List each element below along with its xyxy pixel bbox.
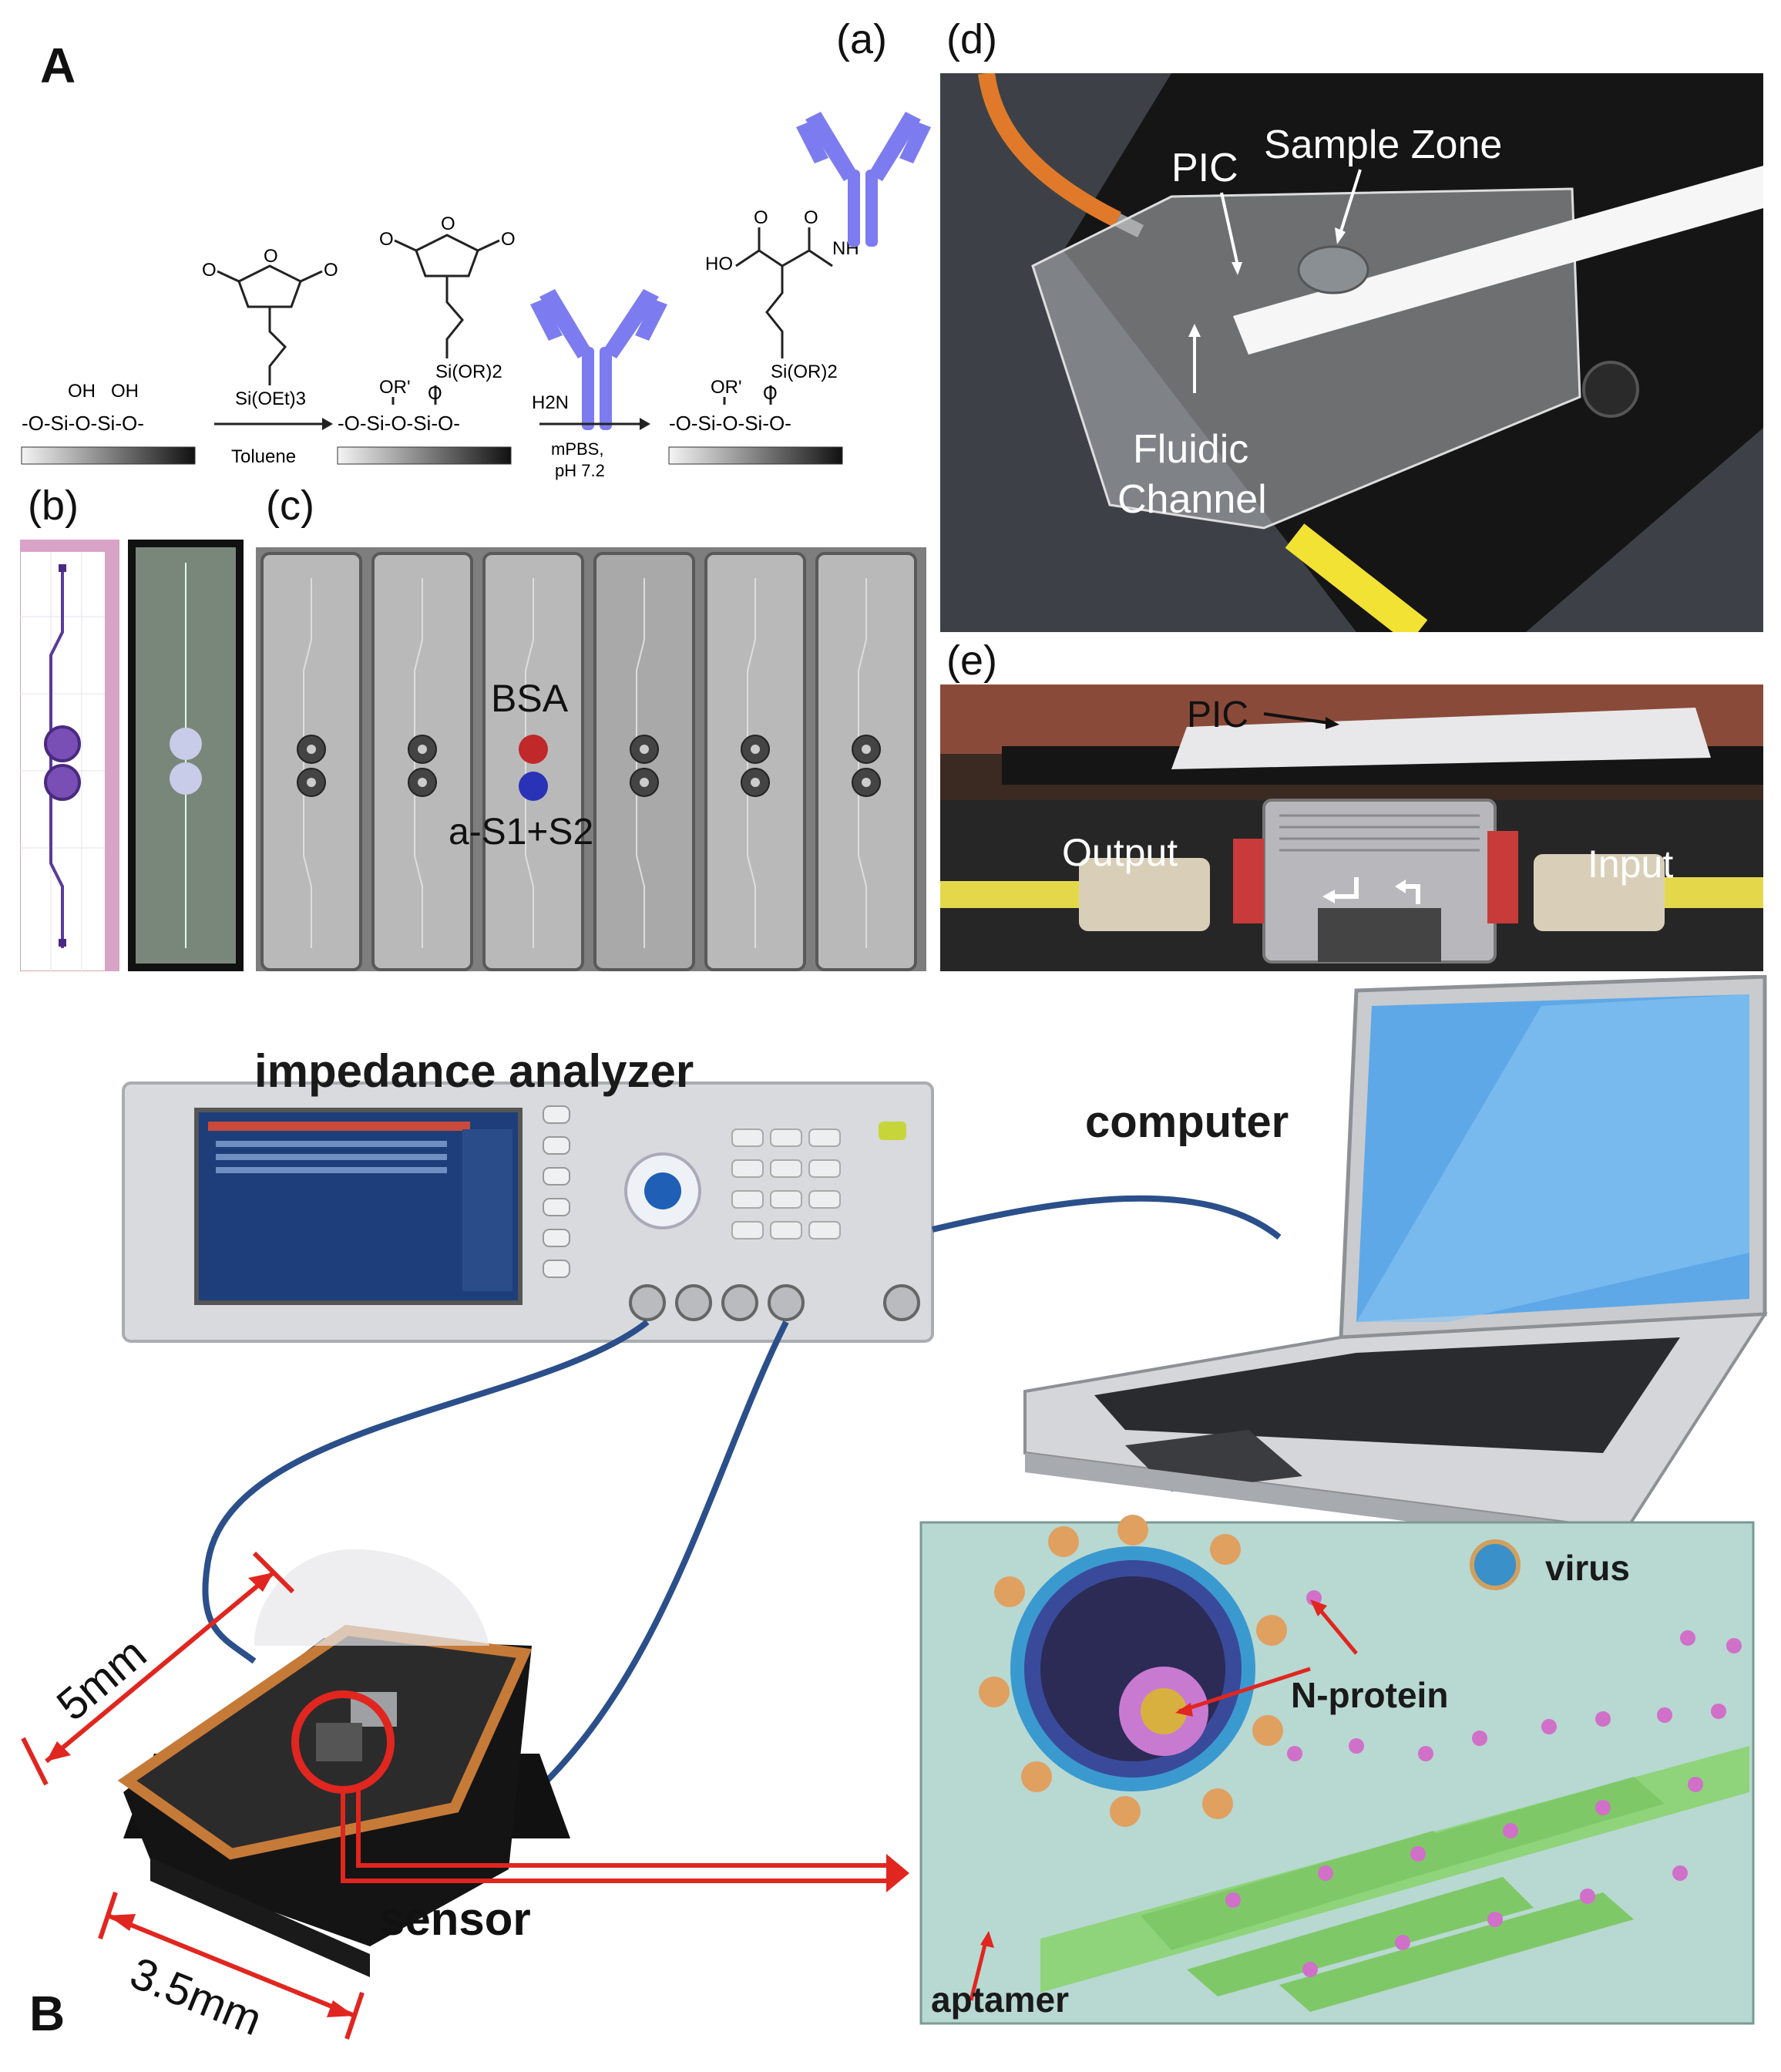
panel-label-d: (d) bbox=[946, 16, 997, 62]
cable-analyzer-computer bbox=[932, 1195, 1282, 1240]
dim-35mm-label: 3.5mm bbox=[123, 1948, 269, 2046]
fluidic-label: Fluidic bbox=[1133, 427, 1248, 472]
o-atom-2: O bbox=[428, 383, 442, 404]
carbonyl-o-left: O bbox=[202, 260, 217, 281]
virus-label: virus bbox=[1545, 1548, 1630, 1588]
acid-label: HO bbox=[705, 254, 733, 274]
surface-groups-1: OH OH bbox=[68, 381, 139, 402]
ring-resonator-2 bbox=[44, 764, 81, 801]
impedance-analyzer bbox=[122, 1081, 934, 1343]
panel-label-c: (c) bbox=[266, 483, 314, 529]
anchor-si-3: Si(OR)2 bbox=[771, 362, 838, 382]
biosensing-illustration bbox=[919, 1515, 1755, 2025]
substrate-2 bbox=[337, 446, 512, 465]
slide-side bbox=[1171, 708, 1711, 769]
svg-text:O: O bbox=[804, 207, 818, 228]
pic-label: PIC bbox=[1171, 146, 1238, 190]
cable-analyzer-sensor-1 bbox=[202, 1319, 650, 1664]
sensor-device bbox=[117, 1549, 570, 1977]
analyzer-label: impedance analyzer bbox=[254, 1045, 694, 1097]
virus-icon bbox=[1470, 1539, 1521, 1590]
o-atom-3: O bbox=[763, 383, 778, 404]
flow-arrow-in bbox=[1403, 884, 1420, 904]
surface-chemistry-scheme: OH OH -O-Si-O-Si-O- O O O Si(OEt)3 Tolue… bbox=[21, 112, 931, 480]
pic-label-e: PIC bbox=[1187, 695, 1248, 735]
flow-arrow-out bbox=[1333, 877, 1359, 899]
aptamer-label: aptamer bbox=[931, 1980, 1069, 2020]
solvent-label: Toluene bbox=[231, 446, 296, 467]
zoom-arrow bbox=[341, 1788, 886, 1883]
amine-label: H2N bbox=[532, 392, 569, 413]
or-group-2: OR' bbox=[379, 377, 411, 398]
svg-text:O: O bbox=[501, 229, 516, 250]
svg-text:O: O bbox=[441, 214, 455, 234]
panel-label-a: (a) bbox=[836, 16, 887, 62]
anchored-anhydride bbox=[391, 234, 500, 405]
ring-o: O bbox=[264, 246, 278, 267]
reagent-silane: Si(OEt)3 bbox=[235, 388, 306, 409]
surface-chain-2: -O-Si-O-Si-O- bbox=[338, 412, 460, 435]
pic-chip-photo: PIC Sample Zone Fluidic Channel bbox=[940, 73, 1763, 632]
carbonyl-o-right: O bbox=[324, 260, 338, 281]
panel-label-b: (b) bbox=[28, 483, 79, 529]
antibody-spot bbox=[519, 772, 548, 801]
conjugated-linker bbox=[723, 227, 833, 405]
ring-resonator-1 bbox=[44, 725, 81, 762]
output-connector bbox=[1079, 858, 1210, 931]
sensor-label: sensor bbox=[379, 1893, 531, 1945]
buffer-line-1: mPBS, bbox=[551, 439, 603, 459]
surface-chain-3: -O-Si-O-Si-O- bbox=[669, 412, 791, 435]
bsa-spot bbox=[519, 735, 548, 764]
antibody-icon-bound bbox=[796, 112, 931, 247]
anhydride-reagent bbox=[217, 264, 323, 385]
impedance-setup-diagram: impedance analyzer computer sensor 5mm bbox=[21, 975, 1768, 2046]
svg-text:O: O bbox=[754, 207, 768, 228]
orange-fiber bbox=[978, 73, 1121, 227]
spotted-chip-array: BSA a-S1+S2 bbox=[256, 547, 926, 971]
panel-label-A: A bbox=[40, 38, 76, 93]
panel-label-e: (e) bbox=[946, 637, 997, 684]
or-group-3: OR' bbox=[711, 377, 742, 398]
surface-chain-1: -O-Si-O-Si-O- bbox=[22, 412, 144, 435]
flow-cell-photo: PIC Output Input bbox=[940, 684, 1763, 971]
channel-label: Channel bbox=[1117, 477, 1267, 522]
antibody-spot-label: a-S1+S2 bbox=[449, 812, 593, 853]
ring-resonator-layout bbox=[20, 540, 244, 971]
computer-label: computer bbox=[1085, 1097, 1289, 1147]
svg-text:O: O bbox=[379, 229, 394, 250]
antibody-icon bbox=[530, 289, 667, 430]
nprotein-label: N-protein bbox=[1291, 1675, 1448, 1715]
bsa-label: BSA bbox=[491, 677, 569, 720]
sample-zone-label: Sample Zone bbox=[1264, 123, 1502, 167]
substrate-3 bbox=[668, 446, 843, 465]
input-connector bbox=[1534, 854, 1665, 931]
cable-analyzer-sensor-2 bbox=[506, 1320, 789, 1818]
output-label: Output bbox=[1062, 831, 1178, 874]
anchor-si-2: Si(OR)2 bbox=[435, 362, 502, 382]
panel-label-B: B bbox=[29, 1986, 66, 2041]
substrate-1 bbox=[21, 446, 196, 465]
buffer-line-2: pH 7.2 bbox=[555, 461, 605, 480]
laptop-computer bbox=[1023, 975, 1768, 1549]
input-label: Input bbox=[1588, 843, 1673, 886]
